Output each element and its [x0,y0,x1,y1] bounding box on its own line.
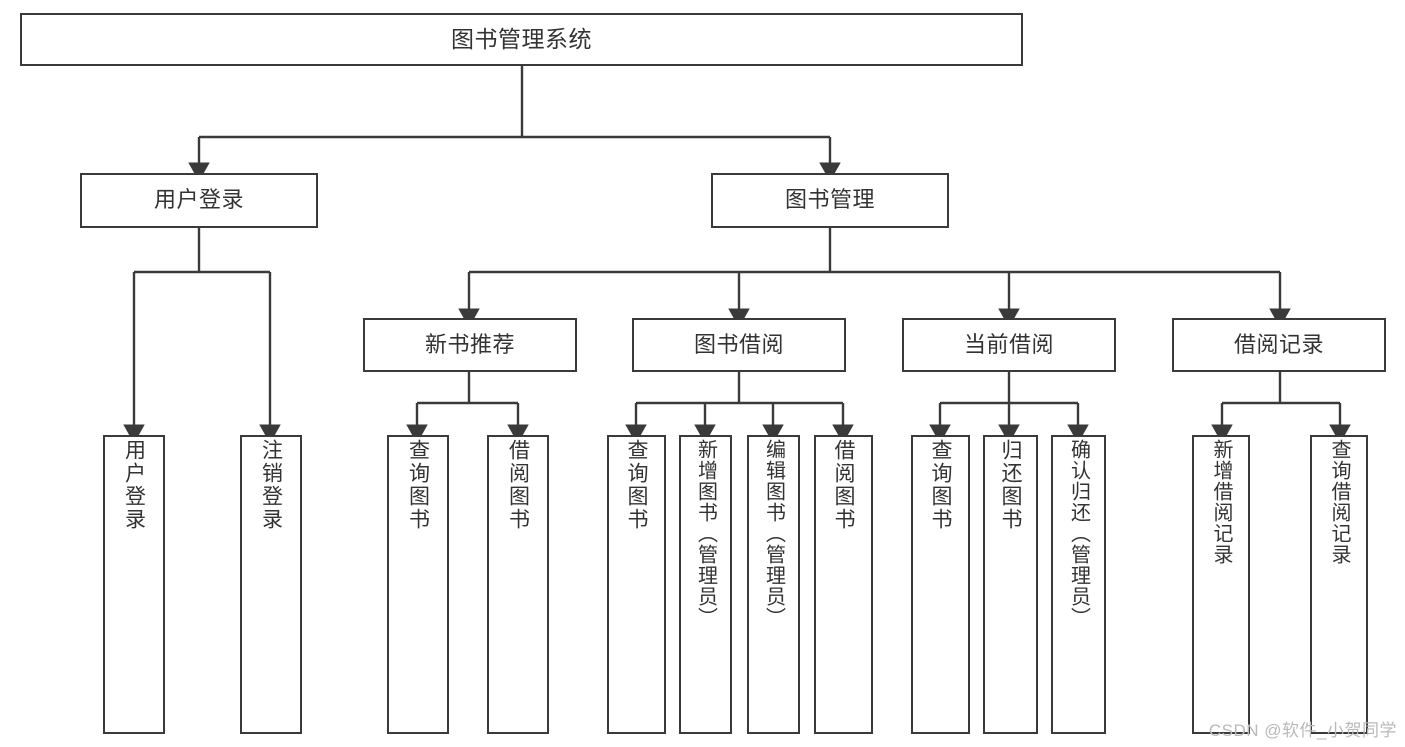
node-label: 借阅记录 [1233,331,1324,357]
node-new-book-recommend[interactable]: 新书推荐 [363,318,577,372]
watermark-text: CSDN @软件_小贺同学 [1208,721,1397,740]
node-label: 查询借阅记录 [1328,439,1350,565]
node-leaf-borrow-book-2[interactable]: 借阅图书 [814,435,873,734]
node-leaf-user-logout[interactable]: 注销登录 [240,435,302,734]
node-leaf-query-book-2[interactable]: 查询图书 [607,435,666,734]
node-book-borrow[interactable]: 图书借阅 [632,318,846,372]
node-leaf-edit-book[interactable]: 编辑图书（管理员） [747,435,800,734]
node-label: 当前借阅 [963,331,1054,357]
node-label: 注销登录 [259,439,283,531]
node-label: 借阅图书 [832,439,855,531]
node-label: 查询图书 [929,439,952,531]
node-label: 图书管理系统 [451,25,592,52]
node-leaf-query-book-1[interactable]: 查询图书 [387,435,449,734]
node-label: 新增图书（管理员） [694,439,717,628]
node-label: 归还图书 [999,439,1022,531]
node-label: 查询图书 [625,439,648,531]
node-label: 用户登录 [153,187,244,213]
node-book-manage[interactable]: 图书管理 [711,173,949,228]
node-user-login[interactable]: 用户登录 [80,173,318,228]
node-leaf-borrow-book-1[interactable]: 借阅图书 [487,435,549,734]
node-leaf-add-record[interactable]: 新增借阅记录 [1192,435,1250,734]
node-leaf-return-book[interactable]: 归还图书 [983,435,1038,734]
node-label: 图书借阅 [693,331,784,357]
node-label: 编辑图书（管理员） [762,439,785,628]
node-label: 新增借阅记录 [1210,439,1232,565]
node-label: 用户登录 [122,439,146,531]
node-label: 新书推荐 [424,331,515,357]
node-label: 确认归还（管理员） [1067,439,1090,628]
node-label: 图书管理 [784,187,875,213]
node-leaf-add-book[interactable]: 新增图书（管理员） [679,435,732,734]
node-borrow-record[interactable]: 借阅记录 [1172,318,1386,372]
node-root-book-management-system[interactable]: 图书管理系统 [20,13,1023,66]
node-label: 查询图书 [406,439,430,531]
node-leaf-user-login[interactable]: 用户登录 [103,435,165,734]
node-leaf-confirm-return[interactable]: 确认归还（管理员） [1051,435,1106,734]
node-label: 借阅图书 [506,439,530,531]
node-leaf-query-record[interactable]: 查询借阅记录 [1310,435,1368,734]
node-leaf-query-book-3[interactable]: 查询图书 [911,435,970,734]
node-current-borrow[interactable]: 当前借阅 [902,318,1116,372]
